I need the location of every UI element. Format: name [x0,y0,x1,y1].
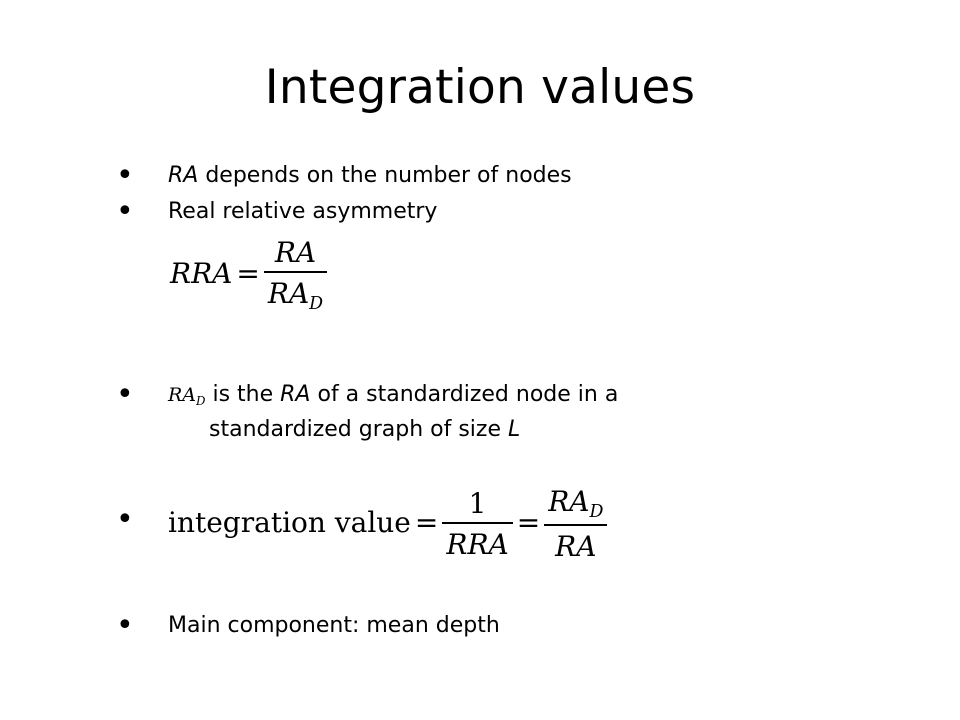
slide-title: Integration values [264,60,696,115]
bullet-3-part-b: of a standardized node in a [310,382,619,407]
bullet-marker: • [116,608,134,643]
rra-denominator: RAD [263,271,328,315]
integration-equals-2: = [516,506,541,540]
inline-symbol-subscript: D [196,394,206,409]
bullet-3-line-2-text: standardized graph of size [209,417,508,442]
integration-equals-1: = [414,506,439,540]
fraction-1-denominator: RRA [442,522,513,561]
bullet-1-text: RA depends on the number of nodes [168,161,572,191]
bullet-1-variable: RA [168,163,199,188]
fraction-2-denominator: RA [544,524,608,563]
bullet-marker: • [116,502,134,537]
bullet-3-line-2: standardized graph of size L [209,415,520,445]
fraction-2-num-base: RA [548,485,590,518]
rra-den-subscript: D [309,294,324,315]
bullet-5-text: Main component: mean depth [168,613,500,638]
bullet-1-rest: depends on the number of nodes [198,163,572,188]
bullet-3-line-1: RAD is the RA of a standardized node in … [168,380,618,416]
bullet-3-part-a: is the [205,382,281,407]
rra-lhs: RRA [170,257,233,291]
fraction-1-numerator: 1 [468,487,487,521]
rra-den-base: RA [267,277,310,310]
bullet-2-text: Real relative asymmetry [168,199,438,224]
bullet-3-variable: RA [280,382,311,407]
bullet-marker: • [116,377,134,412]
rra-numerator: RA [274,236,317,269]
bullet-marker: • [116,194,134,229]
bullet-3-variable-l: L [507,417,521,442]
rra-equals: = [236,257,260,291]
fraction-2-numerator: RAD [544,485,607,524]
integration-lhs: integration value [168,506,411,540]
inline-symbol-base: RA [168,384,197,406]
bullet-marker: • [116,158,134,193]
fraction-2-num-subscript: D [589,502,604,523]
inline-ra-d-symbol: RAD [168,384,206,409]
